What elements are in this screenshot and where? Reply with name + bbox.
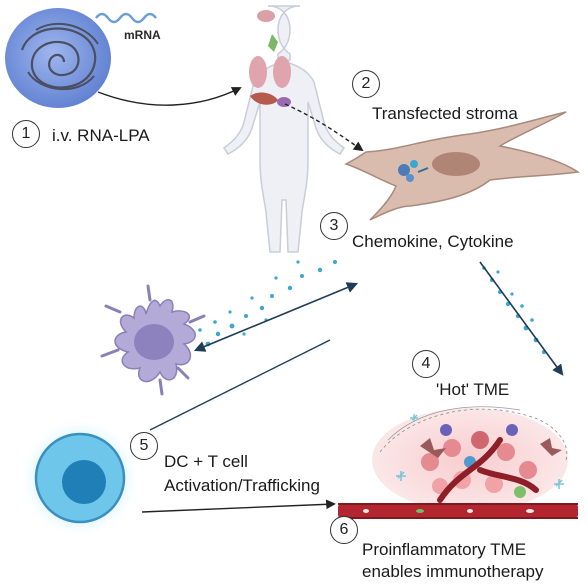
arrow-transfection — [284, 103, 364, 152]
arrow-injection — [97, 87, 242, 106]
step-5-number: 5 — [130, 432, 158, 460]
cytokine-dots-left — [198, 260, 337, 347]
arrow-dc-to-t-cell — [149, 339, 331, 431]
mrna-strand-icon — [95, 12, 157, 24]
step-4-label: 'Hot' TME — [436, 380, 510, 399]
arrow-trafficking — [141, 499, 336, 513]
fibroblast-icon — [344, 111, 581, 221]
arrow-to-dc — [193, 282, 359, 352]
mrna-label: mRNA — [124, 28, 161, 42]
arrow-to-tme — [479, 261, 564, 376]
step-6-label-line2: enables immunotherapy — [362, 562, 544, 581]
dendritic-cell-icon — [100, 284, 206, 396]
lipid-nanoparticle-icon — [5, 8, 111, 108]
step-2-number: 2 — [352, 70, 380, 98]
step-5-label-line2: Activation/Trafficking — [164, 476, 320, 495]
step-6-number: 6 — [330, 516, 358, 544]
step-5-label-line1: DC + T cell — [164, 452, 248, 471]
tumor-microenvironment-icon — [372, 406, 568, 512]
step-6-label-line1: Proinflammatory TME — [362, 540, 527, 559]
step-3-label: Chemokine, Cytokine — [352, 232, 514, 251]
step-1-number: 1 — [12, 120, 40, 148]
t-cell-icon — [22, 420, 138, 536]
step-2-label: Transfected stroma — [372, 104, 518, 123]
step-3-number: 3 — [320, 212, 348, 240]
blood-vessel-icon — [338, 503, 578, 519]
step-4-number: 4 — [412, 350, 440, 378]
step-1-label: i.v. RNA-LPA — [52, 126, 150, 145]
